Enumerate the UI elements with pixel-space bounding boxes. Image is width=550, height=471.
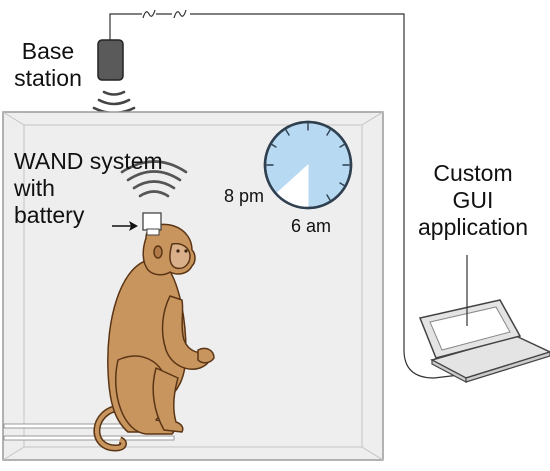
- gui-label-line2: GUI: [452, 187, 494, 214]
- wand-label-line2: with: [14, 175, 55, 202]
- data-cable: [109, 13, 469, 379]
- base-station-label-line1: Base: [21, 38, 75, 64]
- wand-device-icon: [142, 212, 162, 236]
- base-station-device-icon: [97, 39, 124, 81]
- laptop-screen: [429, 306, 511, 351]
- base-station-label: Base station: [8, 38, 88, 92]
- wand-wireless-signal-icon: [120, 160, 188, 198]
- cable-break-mark-1: [142, 9, 156, 19]
- arrow-to-device: [112, 221, 138, 231]
- wand-system-label: WAND system with battery: [14, 148, 214, 229]
- base-station-label-line2: station: [14, 65, 82, 92]
- time-end-label: 6 am: [291, 216, 332, 236]
- custom-gui-label: Custom GUI application: [408, 160, 538, 241]
- enclosure: [2, 111, 384, 461]
- gui-label-line3: application: [418, 214, 528, 241]
- clock-icon: [263, 120, 353, 210]
- gui-label-line1: Custom: [433, 160, 513, 186]
- laptop-icon: [418, 299, 550, 383]
- time-start-label: 8 pm: [224, 186, 265, 206]
- cable-break-mark-2: [173, 9, 187, 19]
- wand-label-line3: battery: [14, 202, 85, 229]
- wand-label-line1: WAND system: [14, 148, 163, 174]
- monkey-illustration: [93, 223, 215, 452]
